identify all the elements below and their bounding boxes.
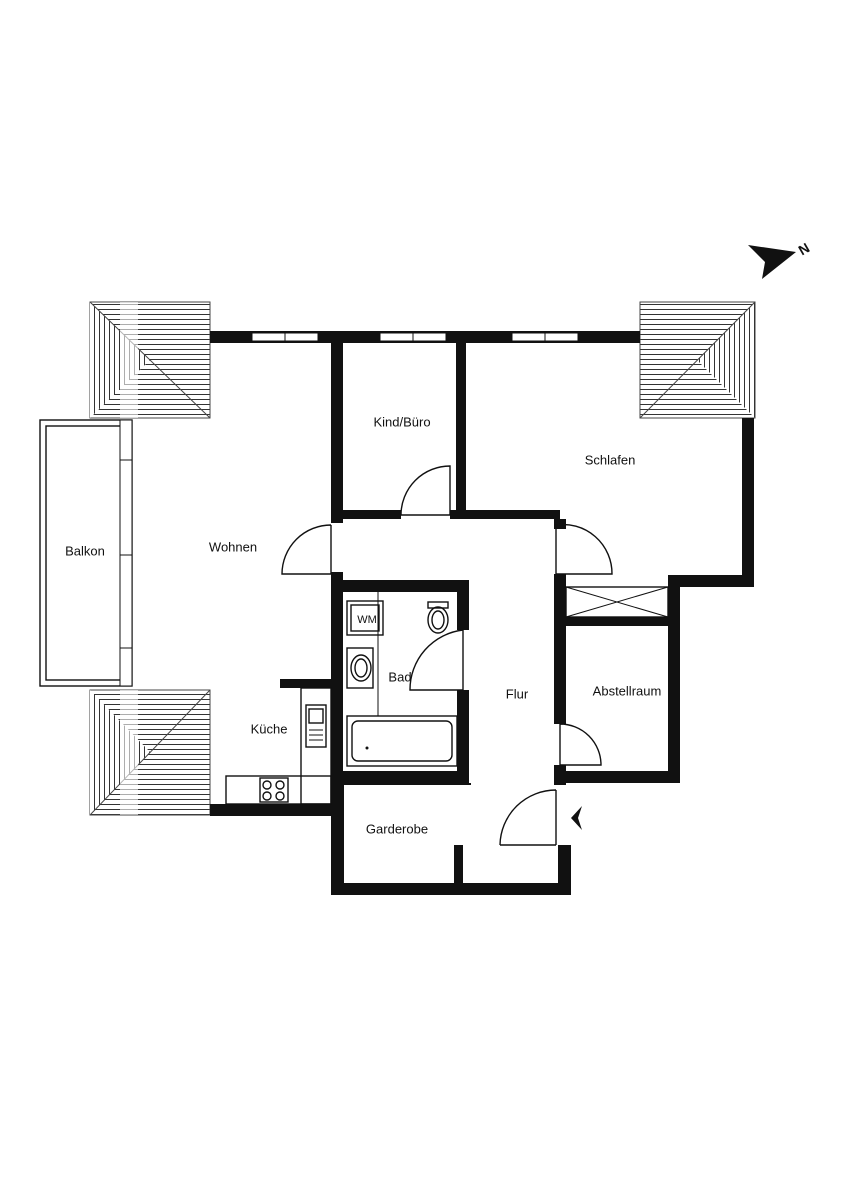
balkon-label: Balkon xyxy=(65,543,105,558)
garderobe-label: Garderobe xyxy=(366,821,428,836)
washbasin-icon xyxy=(346,647,374,689)
roof-top-left xyxy=(89,301,211,419)
kind-buero-label: Kind/Büro xyxy=(373,414,430,429)
abstellraum-label: Abstellraum xyxy=(593,683,662,698)
flur-label: Flur xyxy=(506,686,529,701)
stove-icon xyxy=(259,777,289,803)
balkon-area xyxy=(39,419,133,687)
sink-icon xyxy=(305,704,327,748)
toilet-icon xyxy=(427,601,449,634)
wardrobe-cross xyxy=(565,586,669,618)
doors xyxy=(281,465,613,846)
bathtub-icon xyxy=(346,715,458,767)
kueche-label: Küche xyxy=(251,721,288,736)
compass-letter: N xyxy=(795,239,812,258)
schlafen-label: Schlafen xyxy=(585,452,636,467)
roof-top-right xyxy=(639,301,756,419)
entrance-arrow-icon xyxy=(571,806,582,830)
windows xyxy=(251,332,579,342)
bathroom-fixtures xyxy=(346,592,458,767)
roof-bottom-left xyxy=(89,689,211,816)
kitchen xyxy=(225,687,332,805)
wohnen-label: Wohnen xyxy=(209,539,257,554)
washing-machine-label: WM xyxy=(357,614,377,626)
north-arrow-icon: N xyxy=(748,239,812,279)
bad-label: Bad xyxy=(388,669,411,684)
